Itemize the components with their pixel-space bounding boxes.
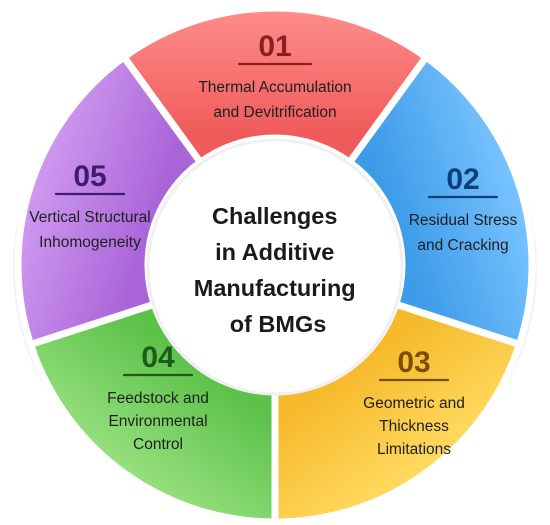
segment-05-label-line-1: Vertical Structural bbox=[29, 209, 150, 226]
segment-04-label-line-3: Control bbox=[133, 436, 183, 453]
segment-05-number: 05 bbox=[73, 160, 106, 193]
segments-layer bbox=[14, 4, 536, 525]
segment-05-label-line-2: Inhomogeneity bbox=[39, 234, 141, 251]
center-title-line-3: Manufacturing bbox=[194, 275, 356, 301]
segment-02-label-line-2: and Cracking bbox=[417, 237, 508, 254]
segment-04-label-line-2: Environmental bbox=[108, 413, 207, 430]
segment-03-label-line-3: Limitations bbox=[377, 441, 451, 458]
segment-01 bbox=[120, 4, 430, 166]
center-circle bbox=[146, 138, 404, 396]
segment-03-label-line-1: Geometric and bbox=[363, 395, 465, 412]
center-title-line-1: Challenges bbox=[212, 203, 337, 229]
segment-04-number: 04 bbox=[141, 341, 175, 374]
segment-01-label-line-1: Thermal Accumulation bbox=[198, 79, 351, 96]
center-title: Challenges in Additive Manufacturing of … bbox=[194, 203, 362, 337]
segment-03-label-line-2: Thickness bbox=[379, 418, 449, 435]
segment-03-number: 03 bbox=[397, 346, 430, 379]
segment-02-number: 02 bbox=[446, 163, 479, 196]
center-title-line-2: in Additive bbox=[215, 239, 334, 265]
center-title-line-4: of BMGs bbox=[230, 311, 327, 337]
segment-01-number: 01 bbox=[258, 30, 291, 63]
segment-01-label-line-2: and Devitrification bbox=[213, 104, 336, 121]
segment-02-label-line-1: Residual Stress bbox=[409, 212, 518, 229]
segment-04-label-line-1: Feedstock and bbox=[107, 390, 209, 407]
